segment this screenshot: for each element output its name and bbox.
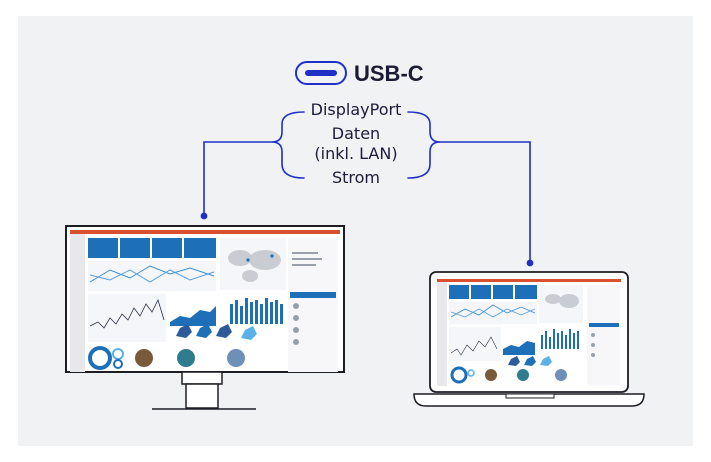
laptop-connector-dot — [526, 259, 534, 267]
monitor-connector-line — [203, 141, 273, 215]
signal-label-daten-sub: (inkl. LAN) — [314, 144, 398, 163]
usb-c-port-icon — [295, 61, 347, 85]
laptop-dashboard — [437, 279, 621, 386]
laptop-connector-line — [439, 141, 531, 263]
monitor-dashboard — [70, 230, 340, 372]
monitor-connector-dot — [200, 212, 208, 220]
signal-label-strom: Strom — [331, 168, 381, 187]
usb-c-title: USB-C — [354, 61, 424, 86]
signal-label-daten: Daten — [331, 124, 381, 143]
signal-label-displayport: DisplayPort — [310, 100, 402, 119]
